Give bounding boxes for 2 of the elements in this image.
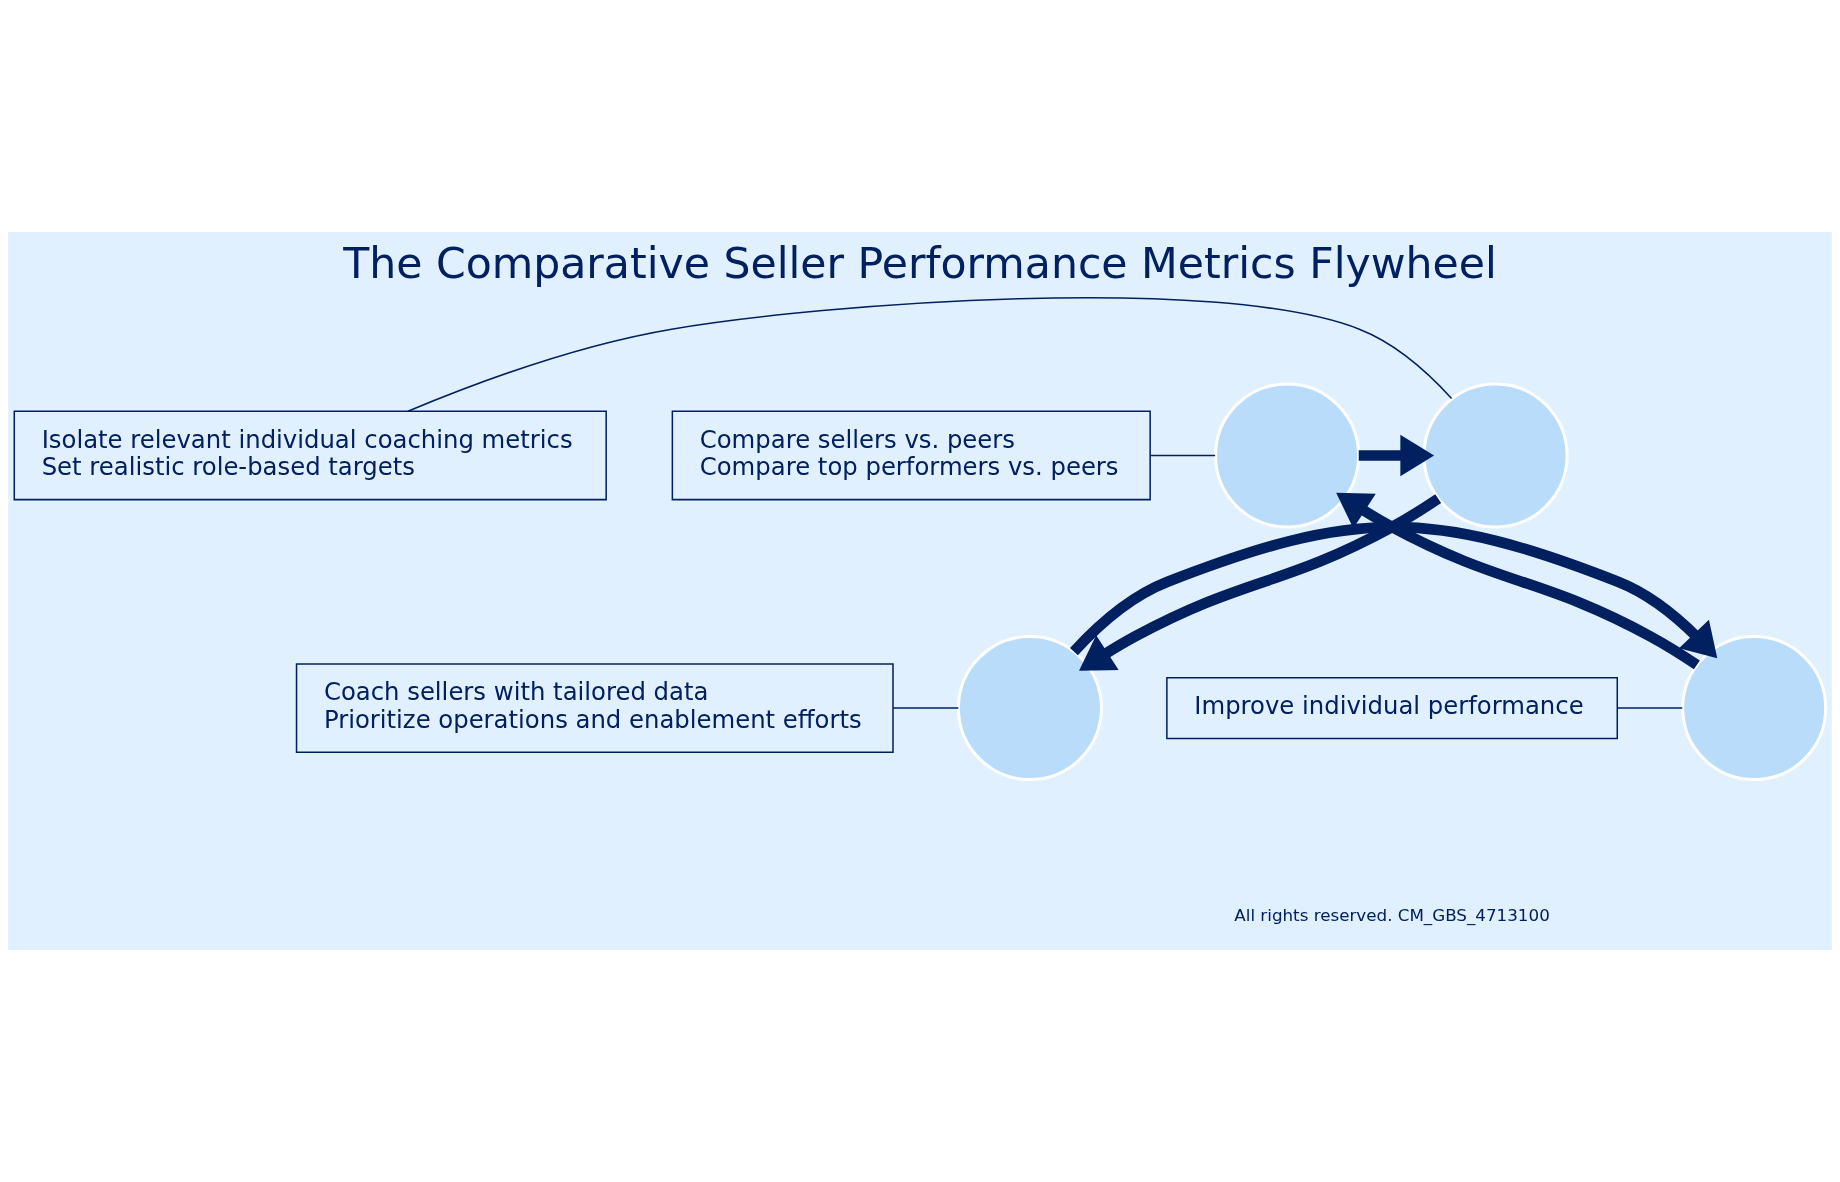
diagram-title: The Comparative Seller Performance Metrics Flywheel: [343, 238, 1497, 289]
label: All rights reserved. CM_GBS_4713100: [1234, 904, 1550, 925]
